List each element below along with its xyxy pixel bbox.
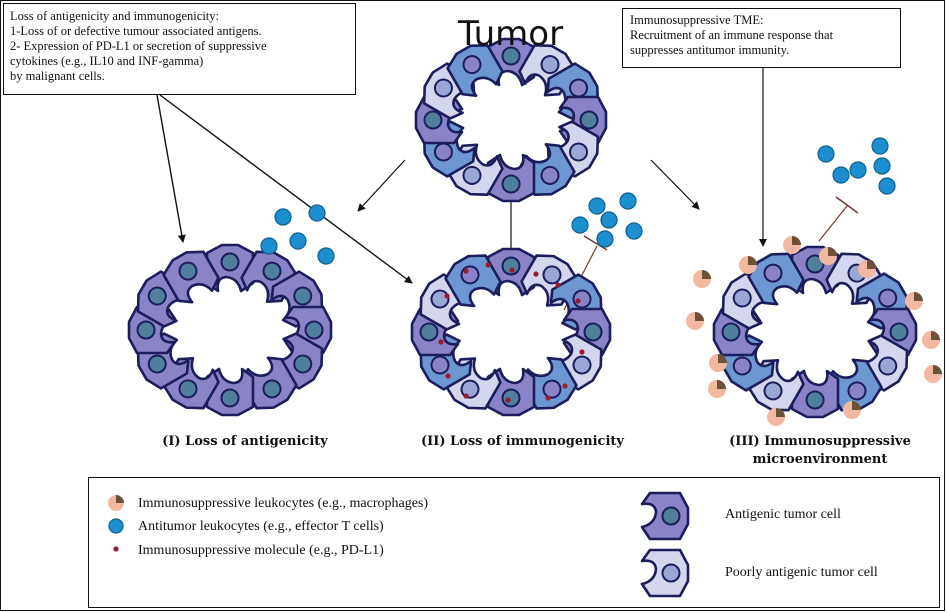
pd-l1-molecule (505, 397, 511, 403)
antitumor-leukocyte (308, 204, 326, 222)
tumor-cluster-immunogenicity-loss (410, 247, 612, 417)
cells-layer (108, 137, 942, 552)
tumor-cell (240, 356, 298, 410)
legend-icons-layer (640, 491, 690, 598)
antitumor-leukocyte (571, 216, 589, 234)
pd-l1-molecule (579, 349, 585, 355)
tumor-cell (747, 252, 805, 306)
caption-loss-of-antigenicity: (I) Loss of antigenicity (162, 434, 328, 449)
pd-l1-molecule (438, 339, 444, 345)
antitumor-leukocyte (317, 247, 335, 265)
tumor-title: Tumor (458, 14, 564, 54)
antitumor-leukocyte (832, 166, 850, 184)
pd-l1-molecule (463, 393, 469, 399)
legend-icon-poorly-antigenic-cell (640, 548, 690, 598)
immunosuppressive-leukocyte (709, 354, 727, 372)
antigenicity-note-line: 1-Loss of or defective tumour associated… (10, 24, 262, 38)
antitumor-leukocyte (289, 232, 307, 250)
pd-l1-molecule (555, 282, 561, 288)
immunosuppressive-leukocyte (693, 270, 711, 288)
legend-label-poorly-antigenic-cell: Poorly antigenic tumor cell (725, 565, 878, 580)
legend-icon-immunosuppressive-leukocyte (108, 495, 124, 511)
immunosuppressive-leukocyte (905, 292, 923, 310)
legend-icon-antitumor-leukocyte (108, 518, 124, 534)
pd-l1-molecule (575, 298, 581, 304)
tumor-cluster-top (414, 37, 608, 203)
immunosuppressive-leukocyte (922, 331, 940, 349)
legend-icon-pd-l1-molecule (113, 546, 119, 552)
pd-l1-molecule (509, 267, 515, 273)
tme-note-line: suppresses antitumor immunity. (630, 43, 790, 57)
antitumor-leukocyte (873, 157, 891, 175)
pd-l1-molecule (533, 271, 539, 277)
caption-immunosuppressive-microenvironment: (III) Immunosuppressive microenvironment (700, 433, 940, 469)
inhibition-panel-3 (818, 196, 859, 242)
legend-label-antigenic-cell: Antigenic tumor cell (725, 507, 841, 522)
caption-loss-of-immunogenicity: (II) Loss of immunogenicity (421, 434, 624, 449)
legend-icon-antigenic-cell (640, 491, 690, 541)
pd-l1-molecule (485, 262, 491, 268)
legend-label-immunosuppressive-leukocytes: Immunosuppressive leukocytes (e.g., macr… (138, 496, 429, 511)
antitumor-leukocyte (260, 237, 278, 255)
antitumor-leukocyte (274, 208, 292, 226)
pd-l1-molecule (562, 383, 568, 389)
arrow-tumor-to-panel-3 (650, 159, 700, 210)
immunosuppressive-leukocyte (858, 260, 876, 278)
tme-note-line: Recruitment of an immune response that (630, 28, 834, 42)
pd-l1-molecule (463, 268, 469, 274)
immunosuppressive-leukocyte (739, 256, 757, 274)
antigenicity-note-box: Loss of antigenicity and immunogenicity:… (3, 3, 356, 95)
tumor-cell (162, 250, 220, 304)
antitumor-leukocyte (871, 137, 889, 155)
immunosuppressive-leukocyte (924, 365, 942, 383)
immunosuppressive-leukocyte (843, 401, 861, 419)
arrow-box-to-panel-2 (159, 94, 413, 284)
arrow-box-to-panel-1 (156, 94, 186, 243)
pd-l1-molecule (545, 395, 551, 401)
immunosuppressive-leukocyte (767, 408, 785, 426)
tumor-clusters-layer (127, 37, 918, 419)
legend-box: Immunosuppressive leukocytes (e.g., macr… (88, 477, 940, 608)
pd-l1-molecule (444, 293, 450, 299)
antigenicity-note-line: by malignant cells. (10, 69, 105, 83)
caption-line: (III) Immunosuppressive (729, 434, 911, 449)
antitumor-leukocyte (878, 177, 896, 195)
legend-label-immunosuppressive-molecule: Immunosuppressive molecule (e.g., PD-L1) (138, 543, 384, 558)
antitumor-leukocyte (817, 145, 835, 163)
caption-line: microenvironment (752, 452, 888, 467)
antigenicity-note-line: cytokines (e.g., IL10 and INF-gamma) (10, 54, 204, 68)
immunosuppressive-leukocyte (686, 312, 704, 330)
antitumor-leukocyte (849, 161, 867, 179)
antitumor-leukocyte (625, 222, 643, 240)
antitumor-leukocyte (619, 192, 637, 210)
antitumor-leukocyte (596, 230, 614, 248)
legend-label-antitumor-leukocytes: Antitumor leukocytes (e.g., effector T c… (138, 519, 384, 534)
antigenicity-note-line: Loss of antigenicity and immunogenicity: (10, 9, 219, 23)
tumor-cluster-immunosuppressive (712, 245, 918, 419)
tumor-cell (825, 358, 883, 412)
tumor-cluster-antigenicity-loss (127, 243, 333, 417)
immunosuppressive-leukocyte (783, 236, 801, 254)
arrow-tumor-to-panel-1 (357, 159, 406, 212)
pd-l1-molecule (445, 373, 451, 379)
immunosuppressive-leukocyte (708, 380, 726, 398)
antigenicity-note-line: 2- Expression of PD-L1 or secretion of s… (10, 39, 267, 53)
immunosuppressive-leukocyte (819, 247, 837, 265)
tme-note-box: Immunosuppressive TME: Recruitment of an… (622, 8, 901, 68)
antitumor-leukocyte (600, 211, 618, 229)
tme-note-line: Immunosuppressive TME: (630, 13, 764, 27)
tumor-cell (446, 43, 504, 97)
antitumor-leukocyte (588, 197, 606, 215)
